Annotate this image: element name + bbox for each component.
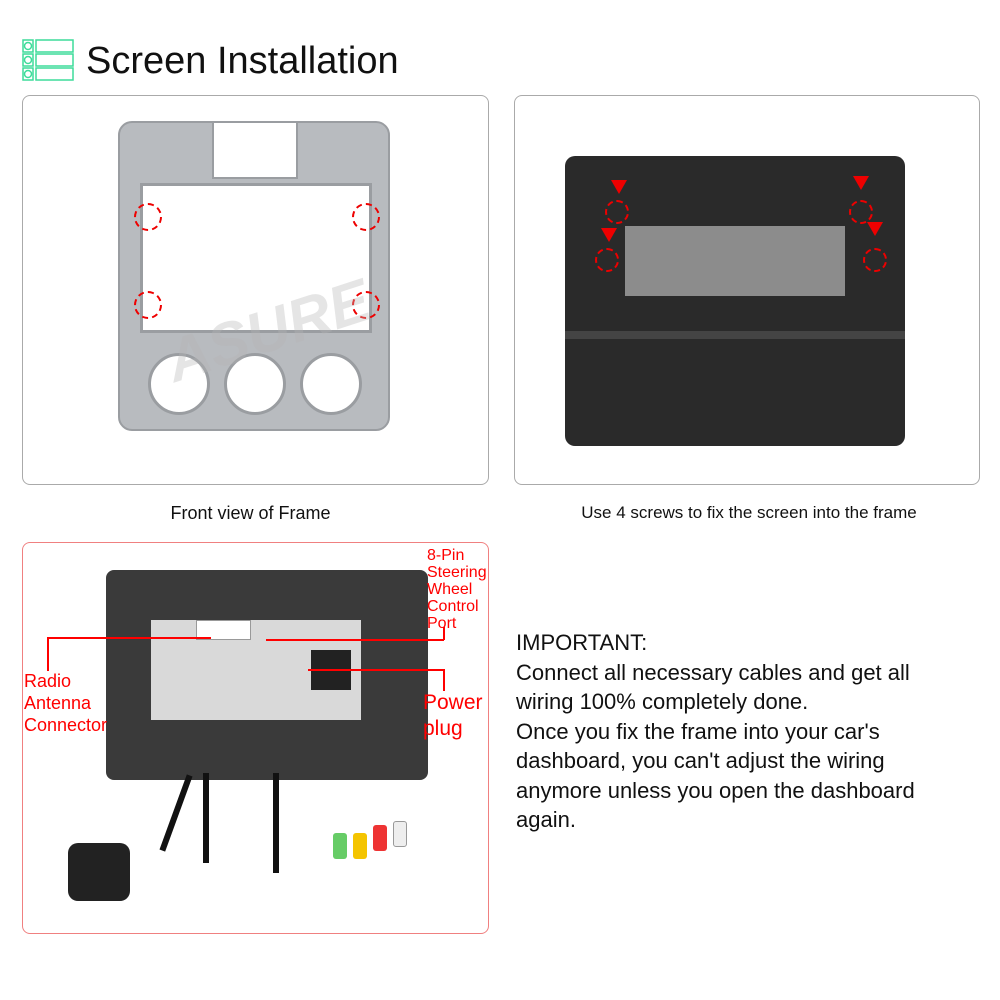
front-view-caption: Front view of Frame: [170, 503, 331, 523]
list-icon: [22, 39, 74, 81]
frame-image: [118, 121, 390, 431]
screws-caption: Use 4 screws to fix the screen into the …: [581, 503, 917, 522]
head-unit-back-image: [106, 570, 428, 780]
important-note: IMPORTANT: Connect all necessary cables …: [516, 628, 986, 835]
wiring-panel: [22, 542, 489, 934]
front-view-panel: ASURE: [22, 95, 489, 485]
cables-image: [159, 773, 433, 903]
dash-frame-image: [565, 156, 905, 446]
gps-antenna-image: [68, 843, 130, 901]
screws-panel: [514, 95, 980, 485]
page-title: Screen Installation: [86, 40, 399, 82]
important-heading: IMPORTANT:: [516, 630, 648, 655]
